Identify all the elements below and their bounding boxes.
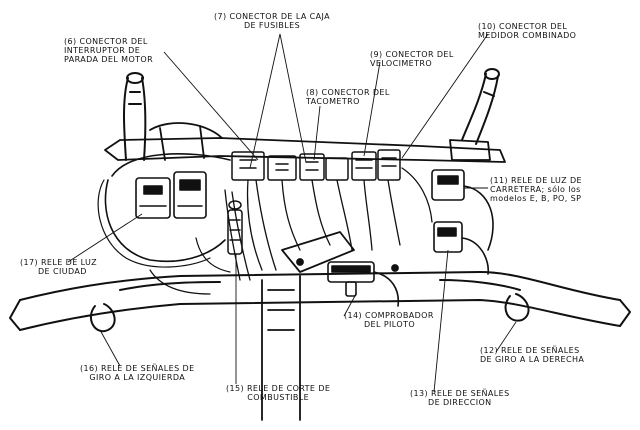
label-line: (12) RELE DE SEÑALES bbox=[480, 346, 580, 355]
label-line: (8) CONECTOR DEL bbox=[306, 88, 390, 97]
label-line: COMBUSTIBLE bbox=[247, 393, 310, 402]
label-line: (15) RELE DE CORTE DE bbox=[226, 384, 331, 393]
label-line: GIRO A LA IZQUIERDA bbox=[89, 373, 186, 382]
label-line: (9) CONECTOR DEL bbox=[370, 50, 454, 59]
label-left-turn-relay: (16) RELE DE SEÑALES DE GIRO A LA IZQUIE… bbox=[80, 364, 195, 382]
pilot-checker bbox=[327, 261, 400, 307]
left-relays bbox=[104, 153, 231, 262]
label-line: CARRETERA; sólo los bbox=[490, 185, 581, 194]
label-line: DE FUSIBLES bbox=[243, 21, 301, 30]
label-highway-light-relay: (11) RELE DE LUZ DE CARRETERA; sólo los … bbox=[490, 176, 582, 203]
handlebar bbox=[9, 271, 631, 333]
left-mirror-stalk bbox=[123, 72, 147, 161]
label-combined-meter-connector: (10) CONECTOR DEL MEDIDOR COMBINADO bbox=[478, 22, 576, 40]
label-line: INTERRUPTOR DE bbox=[64, 46, 141, 55]
connector-blocks bbox=[231, 149, 401, 181]
label-line: VELOCIMETRO bbox=[370, 59, 433, 68]
label-direction-signal-relay: (13) RELE DE SEÑALES DE DIRECCION bbox=[410, 389, 510, 407]
right-relays bbox=[431, 169, 494, 275]
leader-lines bbox=[67, 33, 517, 393]
right-mirror-stalk bbox=[461, 68, 500, 145]
label-city-light-relay: (17) RELE DE LUZ DE CIUDAD bbox=[20, 258, 97, 276]
label-line: (17) RELE DE LUZ bbox=[20, 258, 98, 267]
label-line: (14) COMPROBADOR bbox=[344, 311, 434, 320]
label-line: TACOMETRO bbox=[306, 97, 360, 106]
label-line: DE GIRO A LA DERECHA bbox=[480, 355, 585, 364]
label-line: (10) CONECTOR DEL bbox=[478, 22, 568, 31]
label-line: modelos E, B, PO, SP bbox=[490, 194, 582, 203]
label-tachometer-connector: (8) CONECTOR DEL TACOMETRO bbox=[306, 88, 390, 106]
label-fuse-box-connector: (7) CONECTOR DE LA CAJA DE FUSIBLES bbox=[214, 12, 330, 30]
label-line: DE CIUDAD bbox=[38, 267, 87, 276]
label-fuel-cut-relay: (15) RELE DE CORTE DE COMBUSTIBLE bbox=[226, 384, 330, 402]
left-wire-loops bbox=[97, 179, 231, 295]
label-speedometer-connector: (9) CONECTOR DEL VELOCIMETRO bbox=[370, 50, 454, 68]
label-line: DEL PILOTO bbox=[364, 320, 416, 329]
label-engine-stop-switch-connector: (6) CONECTOR DEL INTERRUPTOR DE PARADA D… bbox=[64, 37, 153, 64]
fuel-cut-relay bbox=[227, 200, 243, 255]
label-line: MEDIDOR COMBINADO bbox=[478, 31, 577, 40]
label-line: PARADA DEL MOTOR bbox=[64, 55, 154, 64]
label-right-turn-relay: (12) RELE DE SEÑALES DE GIRO A LA DERECH… bbox=[480, 346, 584, 364]
label-line: (13) RELE DE SEÑALES bbox=[410, 389, 510, 398]
label-line: (11) RELE DE LUZ DE bbox=[490, 176, 583, 185]
label-line: DE DIRECCION bbox=[428, 398, 492, 407]
label-pilot-checker: (14) COMPROBADOR DEL PILOTO bbox=[344, 311, 434, 329]
label-line: (6) CONECTOR DEL bbox=[64, 37, 148, 46]
label-line: (16) RELE DE SEÑALES DE bbox=[80, 364, 195, 373]
label-line: (7) CONECTOR DE LA CAJA bbox=[214, 12, 331, 21]
center-stem bbox=[261, 231, 399, 421]
